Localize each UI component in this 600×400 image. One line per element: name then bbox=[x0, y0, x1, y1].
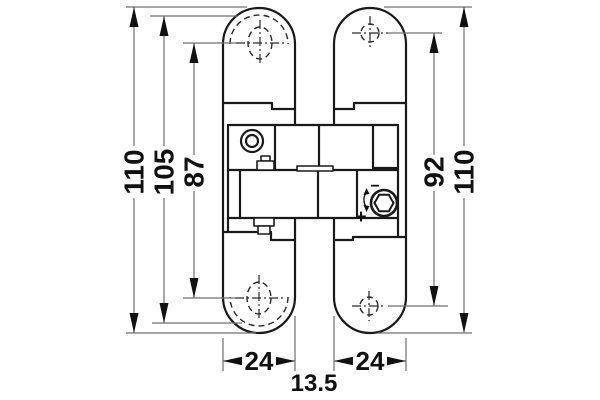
label-92: 92 bbox=[419, 156, 450, 187]
hinge-body: − + bbox=[226, 123, 400, 235]
label-110-right: 110 bbox=[449, 149, 480, 194]
left-plate-recess-arc-bottom bbox=[229, 296, 289, 327]
label-105: 105 bbox=[149, 149, 180, 196]
body-upper-divider-3 bbox=[371, 125, 398, 170]
left-plate-top-step bbox=[223, 101, 295, 111]
right-bottom-hole-cross bbox=[352, 291, 386, 321]
body-ledge bbox=[296, 165, 334, 172]
adjust-arrow-head-up bbox=[363, 188, 370, 195]
pivot-tab-bottom bbox=[253, 217, 275, 227]
left-bottom-hole-cross bbox=[235, 275, 283, 321]
screw-hole-marks bbox=[235, 16, 388, 321]
adjust-minus-sign: − bbox=[370, 178, 379, 195]
left-plate-bottom-step bbox=[223, 230, 295, 242]
right-top-hole-cross bbox=[352, 16, 388, 50]
body-outline bbox=[226, 123, 400, 220]
left-top-hole-cross bbox=[236, 20, 284, 66]
hex-screw-outer bbox=[369, 188, 399, 218]
label-gaps bbox=[121, 146, 477, 372]
right-plate-bottom-step bbox=[334, 235, 406, 242]
fixing-screw-inner bbox=[244, 133, 260, 149]
label-87: 87 bbox=[179, 156, 210, 187]
adjust-arrow-head-down bbox=[363, 205, 370, 212]
label-110-left: 110 bbox=[119, 149, 150, 194]
label-24-right: 24 bbox=[356, 346, 385, 376]
fixing-screw-outer bbox=[239, 128, 265, 154]
right-plate-top-step bbox=[334, 101, 406, 111]
adjust-plus-sign: + bbox=[355, 207, 366, 228]
label-13-5: 13.5 bbox=[291, 370, 338, 397]
dimension-labels: 110 105 87 92 110 24 24 13.5 bbox=[119, 149, 480, 397]
hex-screw-socket bbox=[373, 193, 395, 213]
label-24-left: 24 bbox=[245, 346, 274, 376]
dimension-arrows bbox=[129, 7, 469, 366]
left-plate-recess-arc-top bbox=[229, 14, 289, 45]
pivot-tab-top bbox=[256, 160, 275, 171]
pivot-tab-bottom-narrow bbox=[257, 225, 271, 235]
